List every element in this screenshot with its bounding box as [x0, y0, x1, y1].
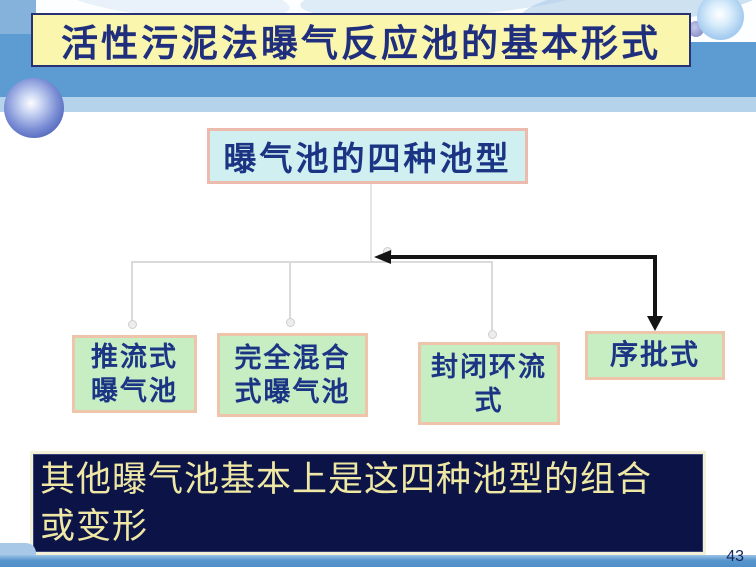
decor-sphere-topright [697, 0, 744, 40]
diagram-root-label: 曝气池的四种池型 [223, 142, 512, 178]
node-plug-flow: 推流式 曝气池 [72, 335, 197, 413]
decor-sphere-left [4, 78, 64, 138]
node-label: 推流式 曝气池 [91, 342, 178, 406]
connector-drop-1 [131, 261, 133, 323]
node-sequencing-batch: 序批式 [585, 331, 725, 380]
node-label: 序批式 [609, 339, 700, 371]
connector-root-stem [370, 184, 372, 262]
connector-dot-2 [286, 318, 295, 327]
node-closed-loop: 封闭环流 式 [418, 342, 560, 425]
node-label: 完全混合 式曝气池 [234, 343, 351, 407]
arrow-down-icon [647, 316, 663, 331]
page-number: 43 [726, 548, 744, 565]
connector-dot-1 [128, 320, 137, 329]
slide-title-box: 活性污泥法曝气反应池的基本形式 [31, 13, 691, 67]
note-text: 其他曝气池基本上是这四种池型的组合 或变形 [40, 460, 653, 546]
arrow-line-vertical [653, 255, 657, 317]
node-label: 封闭环流 式 [431, 351, 547, 416]
node-complete-mix: 完全混合 式曝气池 [217, 333, 368, 417]
slide-title-text: 活性污泥法曝气反应池的基本形式 [61, 24, 661, 65]
note-box: 其他曝气池基本上是这四种池型的组合 或变形 [30, 451, 706, 555]
arrow-left-icon [374, 250, 391, 264]
connector-drop-2 [289, 261, 291, 322]
arrow-line-horizontal [386, 255, 657, 259]
connector-horizontal [131, 261, 493, 263]
light-blue-band [0, 97, 756, 112]
bottom-strip [0, 555, 756, 567]
connector-drop-3 [491, 261, 493, 333]
diagram-root-node: 曝气池的四种池型 [207, 128, 528, 184]
connector-dot-3 [488, 330, 497, 339]
